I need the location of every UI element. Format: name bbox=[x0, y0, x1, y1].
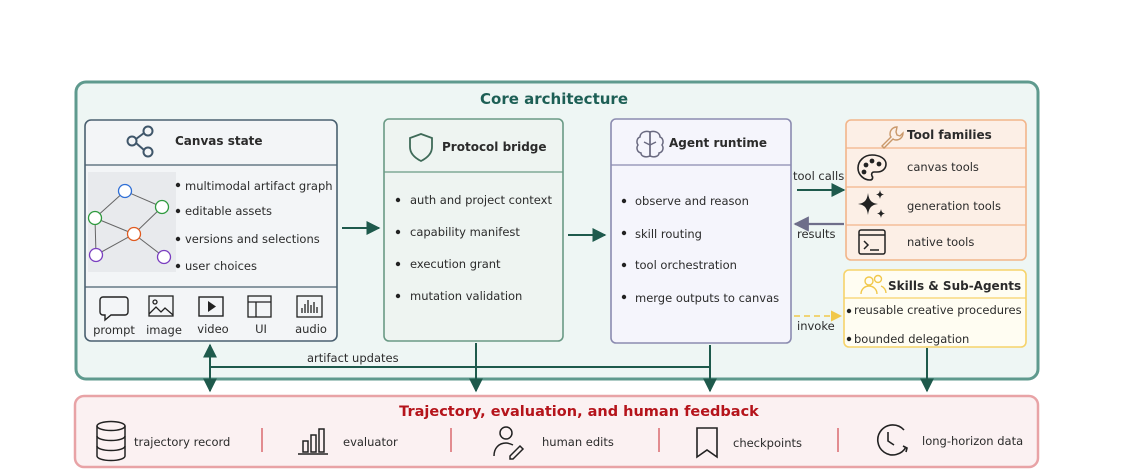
feedback-item: human edits bbox=[542, 435, 614, 449]
modality-label: image bbox=[146, 323, 182, 337]
protocol-bullet: execution grant bbox=[410, 257, 501, 271]
protocol-bullet: mutation validation bbox=[410, 289, 522, 303]
canvas-bullets: multimodal artifact graph editable asset… bbox=[175, 179, 333, 273]
feedback-panel: Trajectory, evaluation, and human feedba… bbox=[73, 394, 1040, 469]
canvas-bullet: multimodal artifact graph bbox=[185, 179, 333, 193]
feedback-item: evaluator bbox=[343, 435, 398, 449]
modality-label: UI bbox=[255, 322, 267, 336]
protocol-bridge-box: Protocol bridge auth and project context… bbox=[383, 118, 564, 342]
feedback-item: long-horizon data bbox=[922, 434, 1023, 448]
feedback-item: checkpoints bbox=[733, 436, 802, 450]
ui-icon bbox=[247, 295, 272, 318]
skills-box: Skills & Sub-Agents reusable creative pr… bbox=[843, 269, 1027, 348]
canvas-state-box: Canvas state multimodal artifact graph bbox=[84, 119, 338, 342]
bar-chart-icon bbox=[298, 428, 328, 455]
connectors bbox=[342, 183, 846, 242]
users-icon bbox=[860, 274, 887, 295]
skill-item: reusable creative procedures bbox=[854, 303, 1022, 317]
feedback-title: Trajectory, evaluation, and human feedba… bbox=[399, 404, 759, 420]
share-icon bbox=[126, 125, 154, 158]
agent-runtime-box: Agent runtime observe and reason skill r… bbox=[610, 118, 792, 344]
terminal-icon bbox=[858, 229, 886, 255]
tool-calls-label: tool calls bbox=[793, 169, 844, 183]
database-icon bbox=[96, 420, 126, 462]
modality-label: prompt bbox=[93, 323, 135, 337]
audio-icon bbox=[296, 295, 323, 318]
clock-icon bbox=[877, 424, 908, 456]
wrench-icon bbox=[881, 126, 904, 149]
agent-bullet: tool orchestration bbox=[635, 258, 737, 272]
user-edit-icon bbox=[493, 426, 525, 460]
skills-title: Skills & Sub-Agents bbox=[888, 279, 1021, 293]
artifact-graph-illustration bbox=[87, 172, 176, 272]
tool-item: generation tools bbox=[907, 199, 1001, 213]
protocol-bullet: capability manifest bbox=[410, 225, 520, 239]
tools-title: Tool families bbox=[907, 128, 992, 142]
prompt-icon bbox=[99, 296, 129, 322]
canvas-bullet: versions and selections bbox=[185, 232, 320, 246]
protocol-title: Protocol bridge bbox=[442, 140, 547, 154]
canvas-bullet: editable assets bbox=[185, 204, 272, 218]
agent-bullet: merge outputs to canvas bbox=[635, 291, 779, 305]
tool-families-box: Tool families canvas tools generation to… bbox=[845, 119, 1027, 261]
tool-item: canvas tools bbox=[907, 160, 979, 174]
invoke-label: invoke bbox=[797, 319, 835, 333]
feedback-item: trajectory record bbox=[134, 435, 230, 449]
modality-label: audio bbox=[295, 322, 327, 336]
agent-title: Agent runtime bbox=[669, 136, 767, 150]
sparkle-icon bbox=[858, 190, 885, 218]
agent-bullet: skill routing bbox=[635, 227, 702, 241]
video-icon bbox=[198, 296, 224, 317]
artifact-updates-label: artifact updates bbox=[307, 351, 399, 365]
canvas-bullet: user choices bbox=[185, 259, 257, 273]
results-label: results bbox=[797, 227, 836, 241]
artifact-updates-flow bbox=[203, 343, 934, 393]
image-icon bbox=[148, 295, 174, 317]
agent-bullet: observe and reason bbox=[635, 194, 749, 208]
canvas-title: Canvas state bbox=[175, 134, 263, 148]
palette-icon bbox=[857, 154, 887, 181]
shield-icon bbox=[409, 133, 433, 163]
modality-label: video bbox=[197, 322, 228, 336]
protocol-bullet: auth and project context bbox=[410, 193, 552, 207]
core-title: Core architecture bbox=[480, 90, 628, 108]
tool-item: native tools bbox=[907, 235, 974, 249]
bookmark-icon bbox=[696, 427, 718, 459]
brain-icon bbox=[636, 130, 664, 158]
skill-item: bounded delegation bbox=[854, 332, 969, 346]
